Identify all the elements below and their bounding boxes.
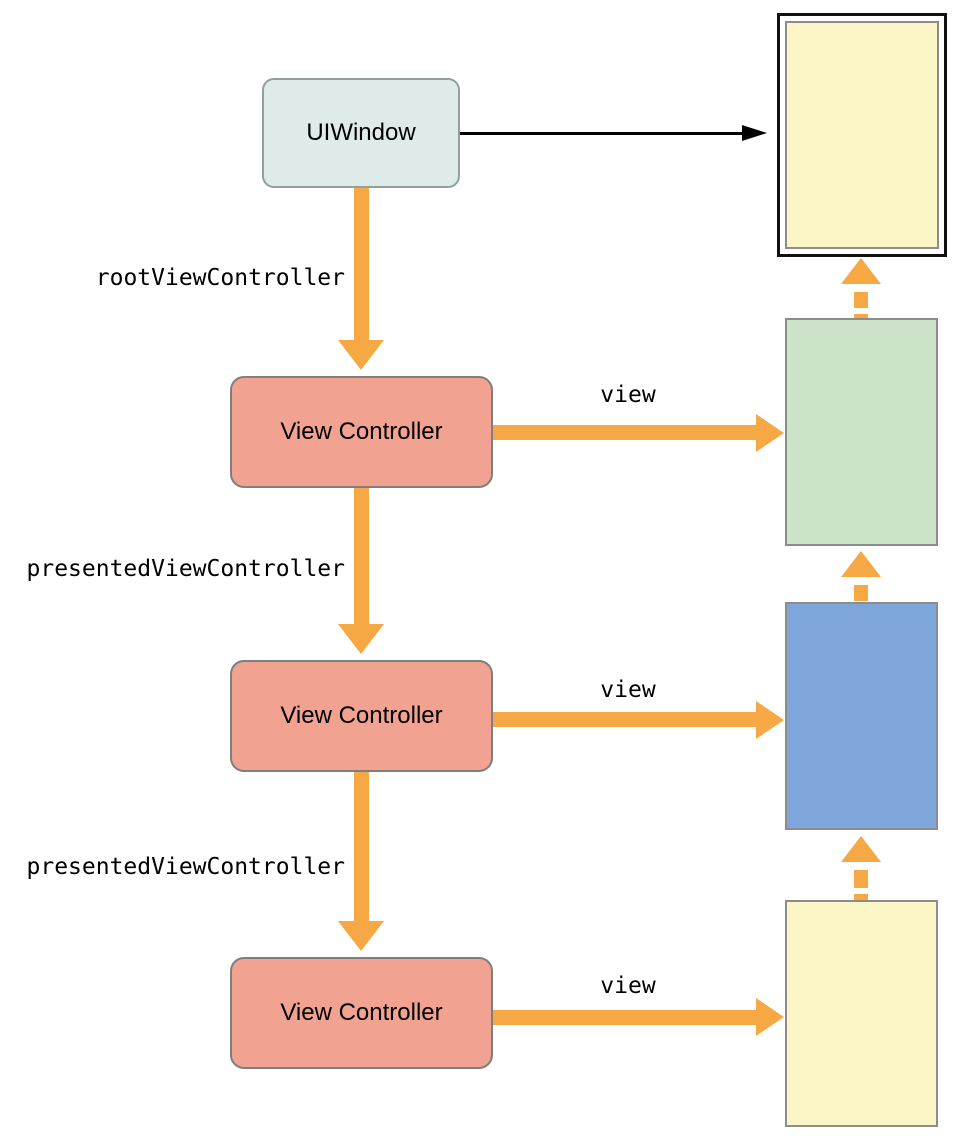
presented-view-controller-edge-label-2: presentedViewController [26, 854, 346, 880]
yellow-to-blue-dash [854, 870, 868, 888]
root-view-controller-arrowhead-icon [338, 340, 384, 370]
presented-view-controller-arrowhead-icon-2 [338, 921, 384, 951]
screen-frame-box [777, 13, 947, 257]
root-controller-view-box [785, 318, 938, 546]
blue-to-green-arrowhead-icon [841, 551, 881, 577]
view-controller-label-3: View Controller [280, 999, 443, 1026]
view-arrow-shaft-1 [493, 425, 756, 440]
view-controller-label-2: View Controller [280, 702, 443, 729]
uiwindow-to-screen-arrow-line [460, 132, 744, 135]
view-edge-label-2: view [600, 677, 656, 703]
root-view-controller-arrow-shaft [354, 188, 369, 340]
green-to-screen-dash [854, 314, 868, 318]
presented-view-controller-arrow-shaft-1 [354, 488, 369, 624]
green-to-screen-arrowhead-icon [841, 258, 881, 284]
view-controller-box-3: View Controller [230, 957, 493, 1069]
uiwindow-box: UIWindow [262, 78, 460, 188]
root-view-controller-edge-label: rootViewController [95, 265, 345, 291]
view-edge-label-3: view [600, 973, 656, 999]
view-arrowhead-icon-1 [756, 414, 784, 452]
view-controller-label-1: View Controller [280, 418, 443, 445]
view-arrow-shaft-2 [493, 712, 756, 727]
presented-view-controller-arrow-shaft-2 [354, 772, 369, 921]
green-to-screen-dash [854, 292, 868, 308]
uiwindow-label: UIWindow [306, 119, 416, 146]
screen-content-view [785, 21, 939, 249]
presented-view-controller-edge-label-1: presentedViewController [26, 556, 346, 582]
presented-view-controller-arrowhead-icon-1 [338, 624, 384, 654]
yellow-to-blue-arrowhead-icon [841, 836, 881, 862]
view-arrow-shaft-3 [493, 1010, 756, 1025]
presented-controller-view-box-1 [785, 602, 938, 830]
blue-to-green-dash [854, 585, 868, 601]
uiwindow-to-screen-arrowhead-icon [742, 125, 767, 141]
yellow-to-blue-dash [854, 894, 868, 900]
view-arrowhead-icon-3 [756, 998, 784, 1036]
view-controller-box-2: View Controller [230, 660, 493, 772]
presented-controller-view-box-2 [785, 900, 938, 1127]
view-arrowhead-icon-2 [756, 701, 784, 739]
view-controller-box-1: View Controller [230, 376, 493, 488]
view-edge-label-1: view [600, 382, 656, 408]
